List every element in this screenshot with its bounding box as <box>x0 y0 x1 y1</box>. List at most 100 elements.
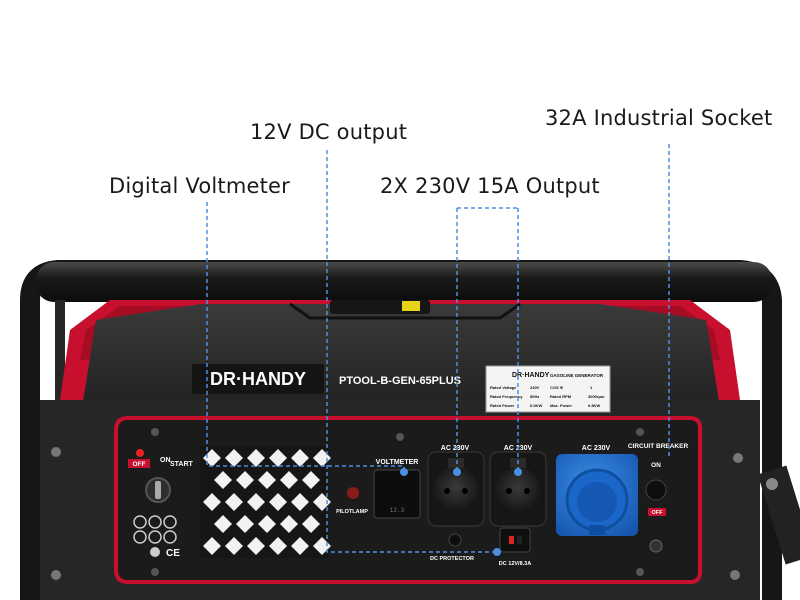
info-icon <box>150 547 160 557</box>
plate-cell: Max. Power <box>550 403 572 408</box>
warning-icon <box>133 515 147 529</box>
off-indicator-icon <box>136 449 144 457</box>
vent-cell <box>258 471 276 489</box>
vent-cell <box>225 449 243 467</box>
plate-cell: 3000rpm <box>588 394 605 399</box>
vent-cell <box>291 449 309 467</box>
bolt-icon <box>733 453 743 463</box>
vent-cell <box>247 493 265 511</box>
bolt-icon <box>51 447 61 457</box>
socket-3-label: AC 230V <box>582 445 611 452</box>
vent-cell <box>236 515 254 533</box>
circuit-breaker[interactable]: CIRCUIT BREAKER ON OFF <box>628 443 689 553</box>
plate-cell: Rated RPM <box>550 394 572 399</box>
ce-mark-icon: CE <box>166 548 180 559</box>
on-label: ON <box>160 457 171 464</box>
plate-cell: Rated Voltage <box>490 385 517 390</box>
pilot-lamp: PILOTLAMP <box>336 487 368 515</box>
rating-plate: DR·HANDY GASOLINE GENERATOR Rated Voltag… <box>485 365 611 413</box>
socket-1-label: AC 230V <box>441 445 470 452</box>
brand-badge: DR·HANDY <box>192 364 324 394</box>
plate-subtitle: GASOLINE GENERATOR <box>550 373 604 378</box>
vent-cell <box>302 471 320 489</box>
bolt-icon <box>766 478 778 490</box>
callout-dc-output: 12V DC output <box>250 120 408 144</box>
screw-icon <box>636 568 644 576</box>
plate-cell: 230V <box>530 385 540 390</box>
guide-dot <box>400 468 408 476</box>
model-text: PTOOL-B-GEN-65PLUS <box>339 375 461 387</box>
dc-output-label: DC 12V/8.3A <box>499 561 531 567</box>
vent-cell <box>280 515 298 533</box>
screw-icon <box>636 428 644 436</box>
outputs-guide-line <box>456 207 519 470</box>
socket-230v-2[interactable]: AC 230V <box>489 445 547 527</box>
voltmeter: VOLTMETER 12.3 <box>373 459 421 519</box>
vent-cell <box>291 493 309 511</box>
vent-cell <box>280 471 298 489</box>
bolt-icon <box>730 570 740 580</box>
bolt-icon <box>51 570 61 580</box>
breaker-label: CIRCUIT BREAKER <box>628 443 689 450</box>
plate-cell: 50Hz <box>530 394 539 399</box>
guide-dot <box>453 468 461 476</box>
vent-cell <box>247 449 265 467</box>
key-slot-icon <box>155 481 161 499</box>
callout-voltmeter: Digital Voltmeter <box>109 174 290 198</box>
plate-brand: DR·HANDY <box>512 372 550 379</box>
voltmeter-reading: 12.3 <box>390 507 405 514</box>
ground-terminal-icon <box>649 539 663 553</box>
callout-230v-outputs: 2X 230V 15A Output <box>380 174 600 198</box>
cert-icons: CE <box>133 515 180 559</box>
manual-icon <box>148 515 162 529</box>
plate-cell: 1 <box>590 385 593 390</box>
guide-dot <box>514 468 522 476</box>
dc-terminal-icon <box>509 536 514 544</box>
guide-dot <box>493 548 501 556</box>
plate-cell: COS Φ <box>550 385 564 390</box>
vent-cell <box>247 537 265 555</box>
industrial-socket-32a[interactable]: AC 230V <box>556 445 638 536</box>
callout-industrial-socket: 32A Industrial Socket <box>545 106 773 130</box>
vent-cell <box>225 493 243 511</box>
vent-cell <box>269 493 287 511</box>
vent-cell <box>214 471 232 489</box>
vent-cell <box>225 537 243 555</box>
dc-output-guide-line <box>326 150 500 553</box>
hot-surface-icon <box>163 530 177 544</box>
breaker-on-label: ON <box>651 462 661 469</box>
vent-cell <box>269 449 287 467</box>
screw-icon <box>396 433 404 441</box>
off-label: OFF <box>133 461 146 468</box>
vent-cell <box>269 537 287 555</box>
plate-cell: 6.0KW <box>530 403 542 408</box>
socket-230v-1[interactable]: AC 230V <box>427 445 485 527</box>
plate-cell: Rated Frequency <box>490 394 523 399</box>
screw-icon <box>151 568 159 576</box>
guide-dots <box>400 468 522 556</box>
screw-icon <box>151 428 159 436</box>
vent-cell <box>203 493 221 511</box>
voltmeter-label: VOLTMETER <box>376 459 419 466</box>
vent-cell <box>313 493 331 511</box>
vent-cell <box>302 515 320 533</box>
fuel-icon <box>163 515 177 529</box>
start-label: START <box>170 461 194 468</box>
vent-grille <box>200 446 331 558</box>
vent-cell <box>258 515 276 533</box>
ignition-switch[interactable]: OFF ON START <box>128 449 194 503</box>
exhaust-icon <box>148 530 162 544</box>
brand-text: DR·HANDY <box>210 369 306 389</box>
frame <box>20 260 800 600</box>
dc-protector-button[interactable] <box>448 533 462 547</box>
vent-cell <box>291 537 309 555</box>
plate-cell: Rated Power <box>490 403 515 408</box>
pilot-lamp-label: PILOTLAMP <box>336 509 368 515</box>
vent-cell <box>214 515 232 533</box>
dc-terminal-icon <box>517 536 522 544</box>
plate-cell: 6.5KW <box>588 403 600 408</box>
dc-output[interactable]: DC PROTECTOR DC 12V/8.3A <box>430 527 531 567</box>
dc-protector-label: DC PROTECTOR <box>430 556 474 562</box>
breaker-off-label: OFF <box>652 510 664 516</box>
vent-cell <box>203 537 221 555</box>
